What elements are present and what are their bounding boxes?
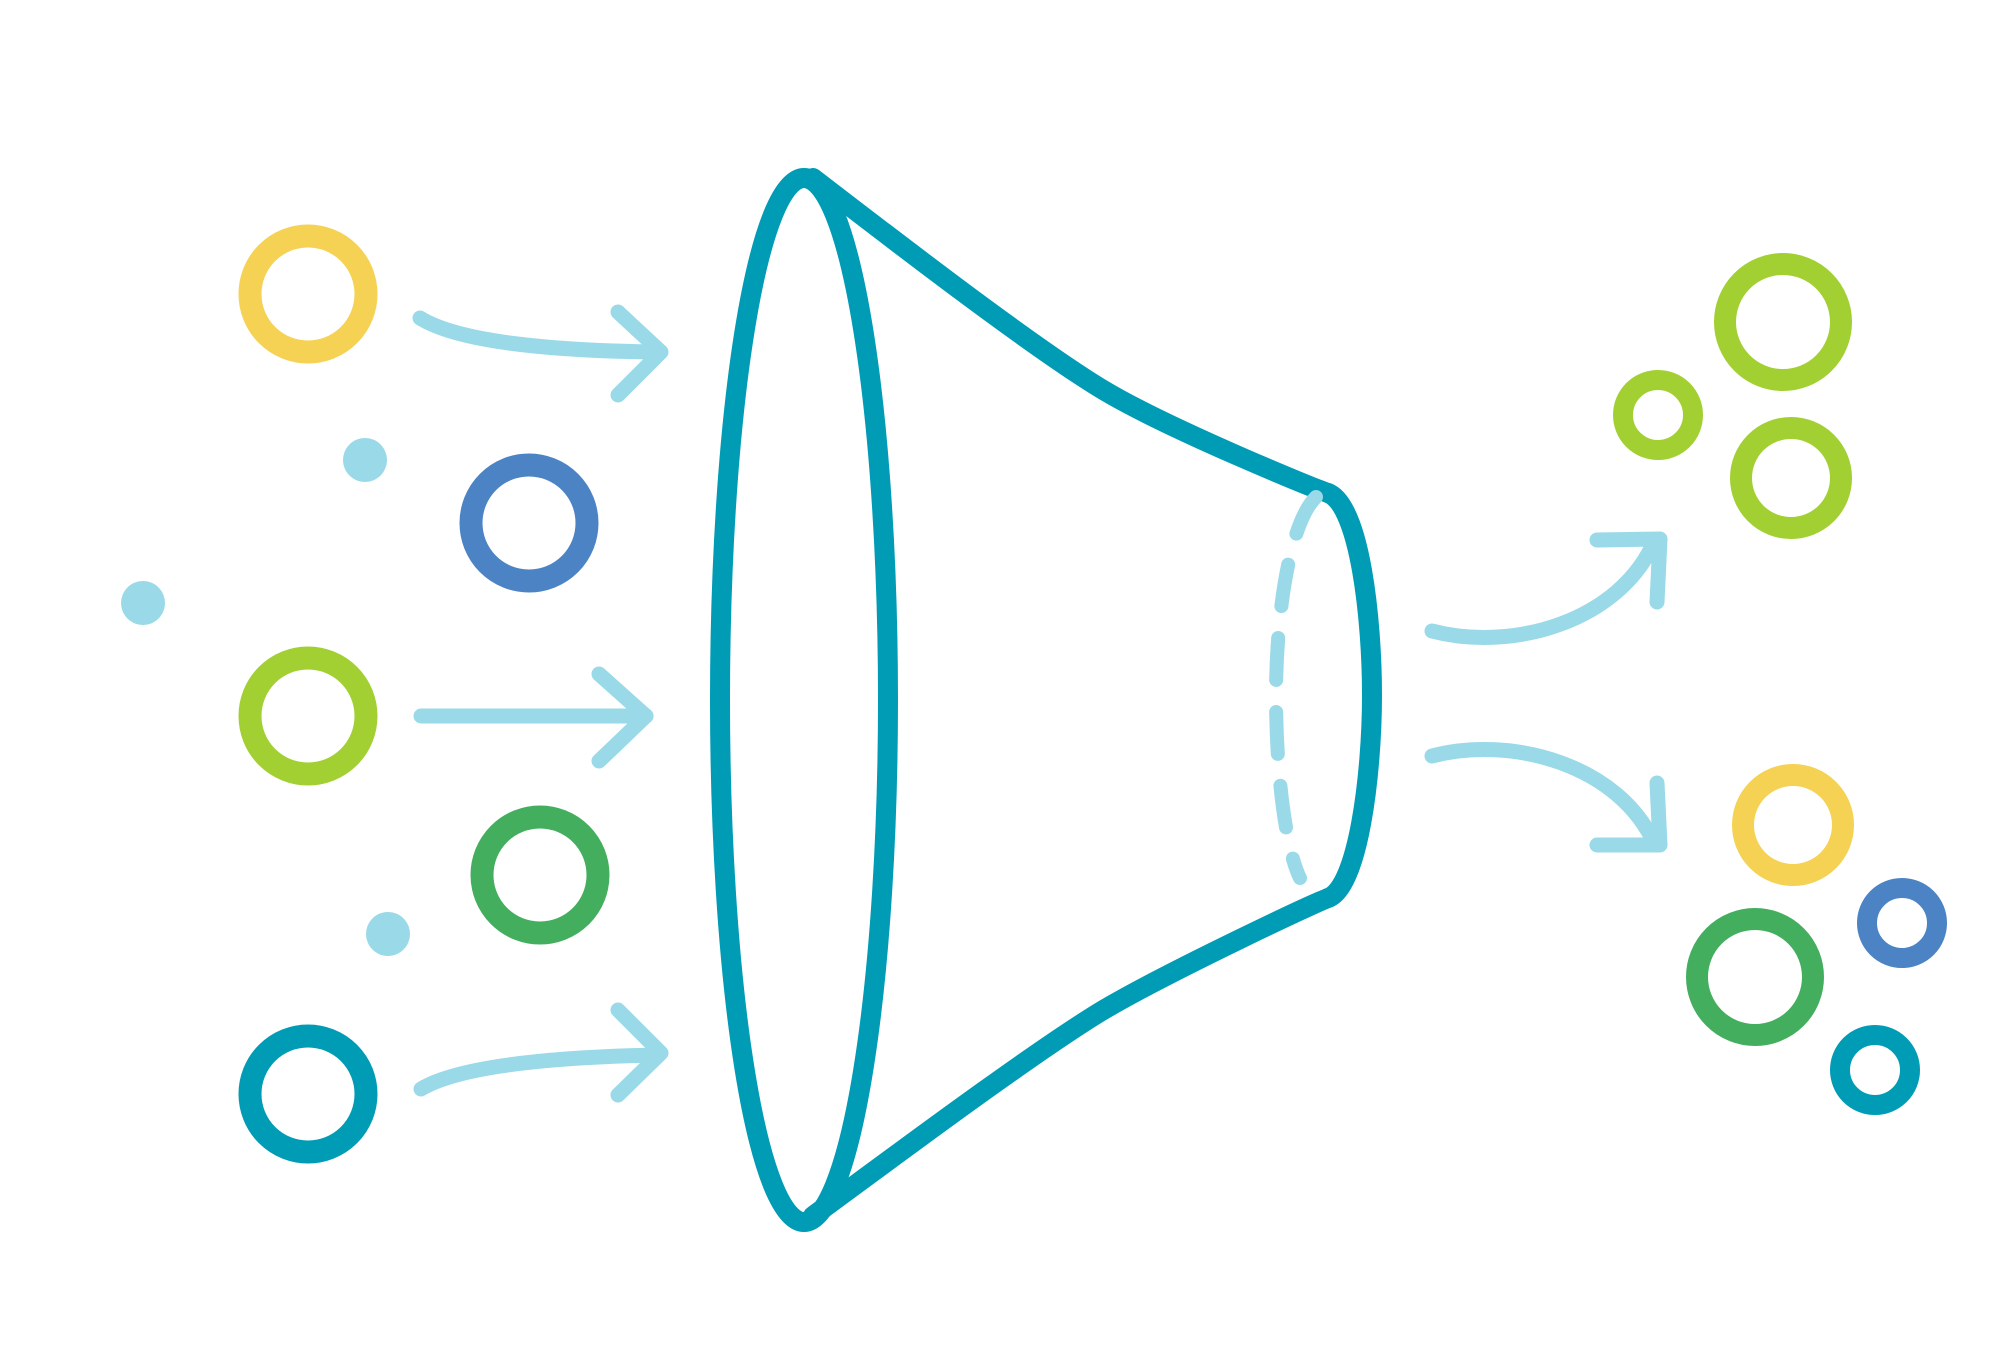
input-circle-blue: [459, 453, 599, 593]
input-circles: [238, 224, 610, 1164]
output-arrow-top: [1424, 531, 1668, 645]
funnel-top-edge: [803, 168, 1338, 503]
funnel-spout-front: [1318, 483, 1382, 908]
output-circle: [1830, 1025, 1920, 1115]
dot-icon: [343, 438, 387, 482]
input-arrow-top: [412, 304, 669, 403]
output-group-bottom: [1686, 764, 1947, 1115]
input-circle-lime: [238, 646, 378, 786]
input-circle-teal: [238, 1024, 378, 1164]
curved-arrow-icon: [1424, 742, 1663, 853]
output-circle: [1857, 878, 1947, 968]
arrowhead-icon: [1589, 775, 1668, 853]
input-arrows: [412, 304, 669, 1103]
output-circle: [1714, 253, 1852, 391]
arrowhead-icon: [1589, 531, 1668, 610]
dot-icon: [366, 912, 410, 956]
arrowhead-icon: [591, 666, 654, 769]
output-circle: [1686, 908, 1824, 1046]
decorative-dots: [121, 438, 410, 956]
output-circle: [1613, 370, 1703, 460]
funnel-mouth: [710, 168, 898, 1232]
curved-arrow-icon: [1424, 532, 1663, 645]
input-circle-green: [470, 805, 610, 945]
arrowhead-icon: [610, 1002, 669, 1103]
input-circle-yellow: [238, 224, 378, 364]
arrowhead-icon: [610, 304, 669, 403]
funnel-icon: [710, 168, 1382, 1232]
output-circle: [1730, 417, 1852, 539]
dot-icon: [121, 581, 165, 625]
input-arrow-middle: [413, 666, 654, 769]
curved-arrow-icon: [413, 1047, 666, 1097]
output-arrow-bottom: [1424, 742, 1668, 853]
curved-arrow-icon: [412, 310, 666, 360]
output-group-top: [1613, 253, 1852, 539]
output-circle: [1732, 764, 1854, 886]
funnel-bottom-edge: [803, 888, 1338, 1226]
funnel-spout-back: [1268, 490, 1323, 885]
output-arrows: [1424, 531, 1668, 853]
input-arrow-bottom: [413, 1002, 669, 1103]
